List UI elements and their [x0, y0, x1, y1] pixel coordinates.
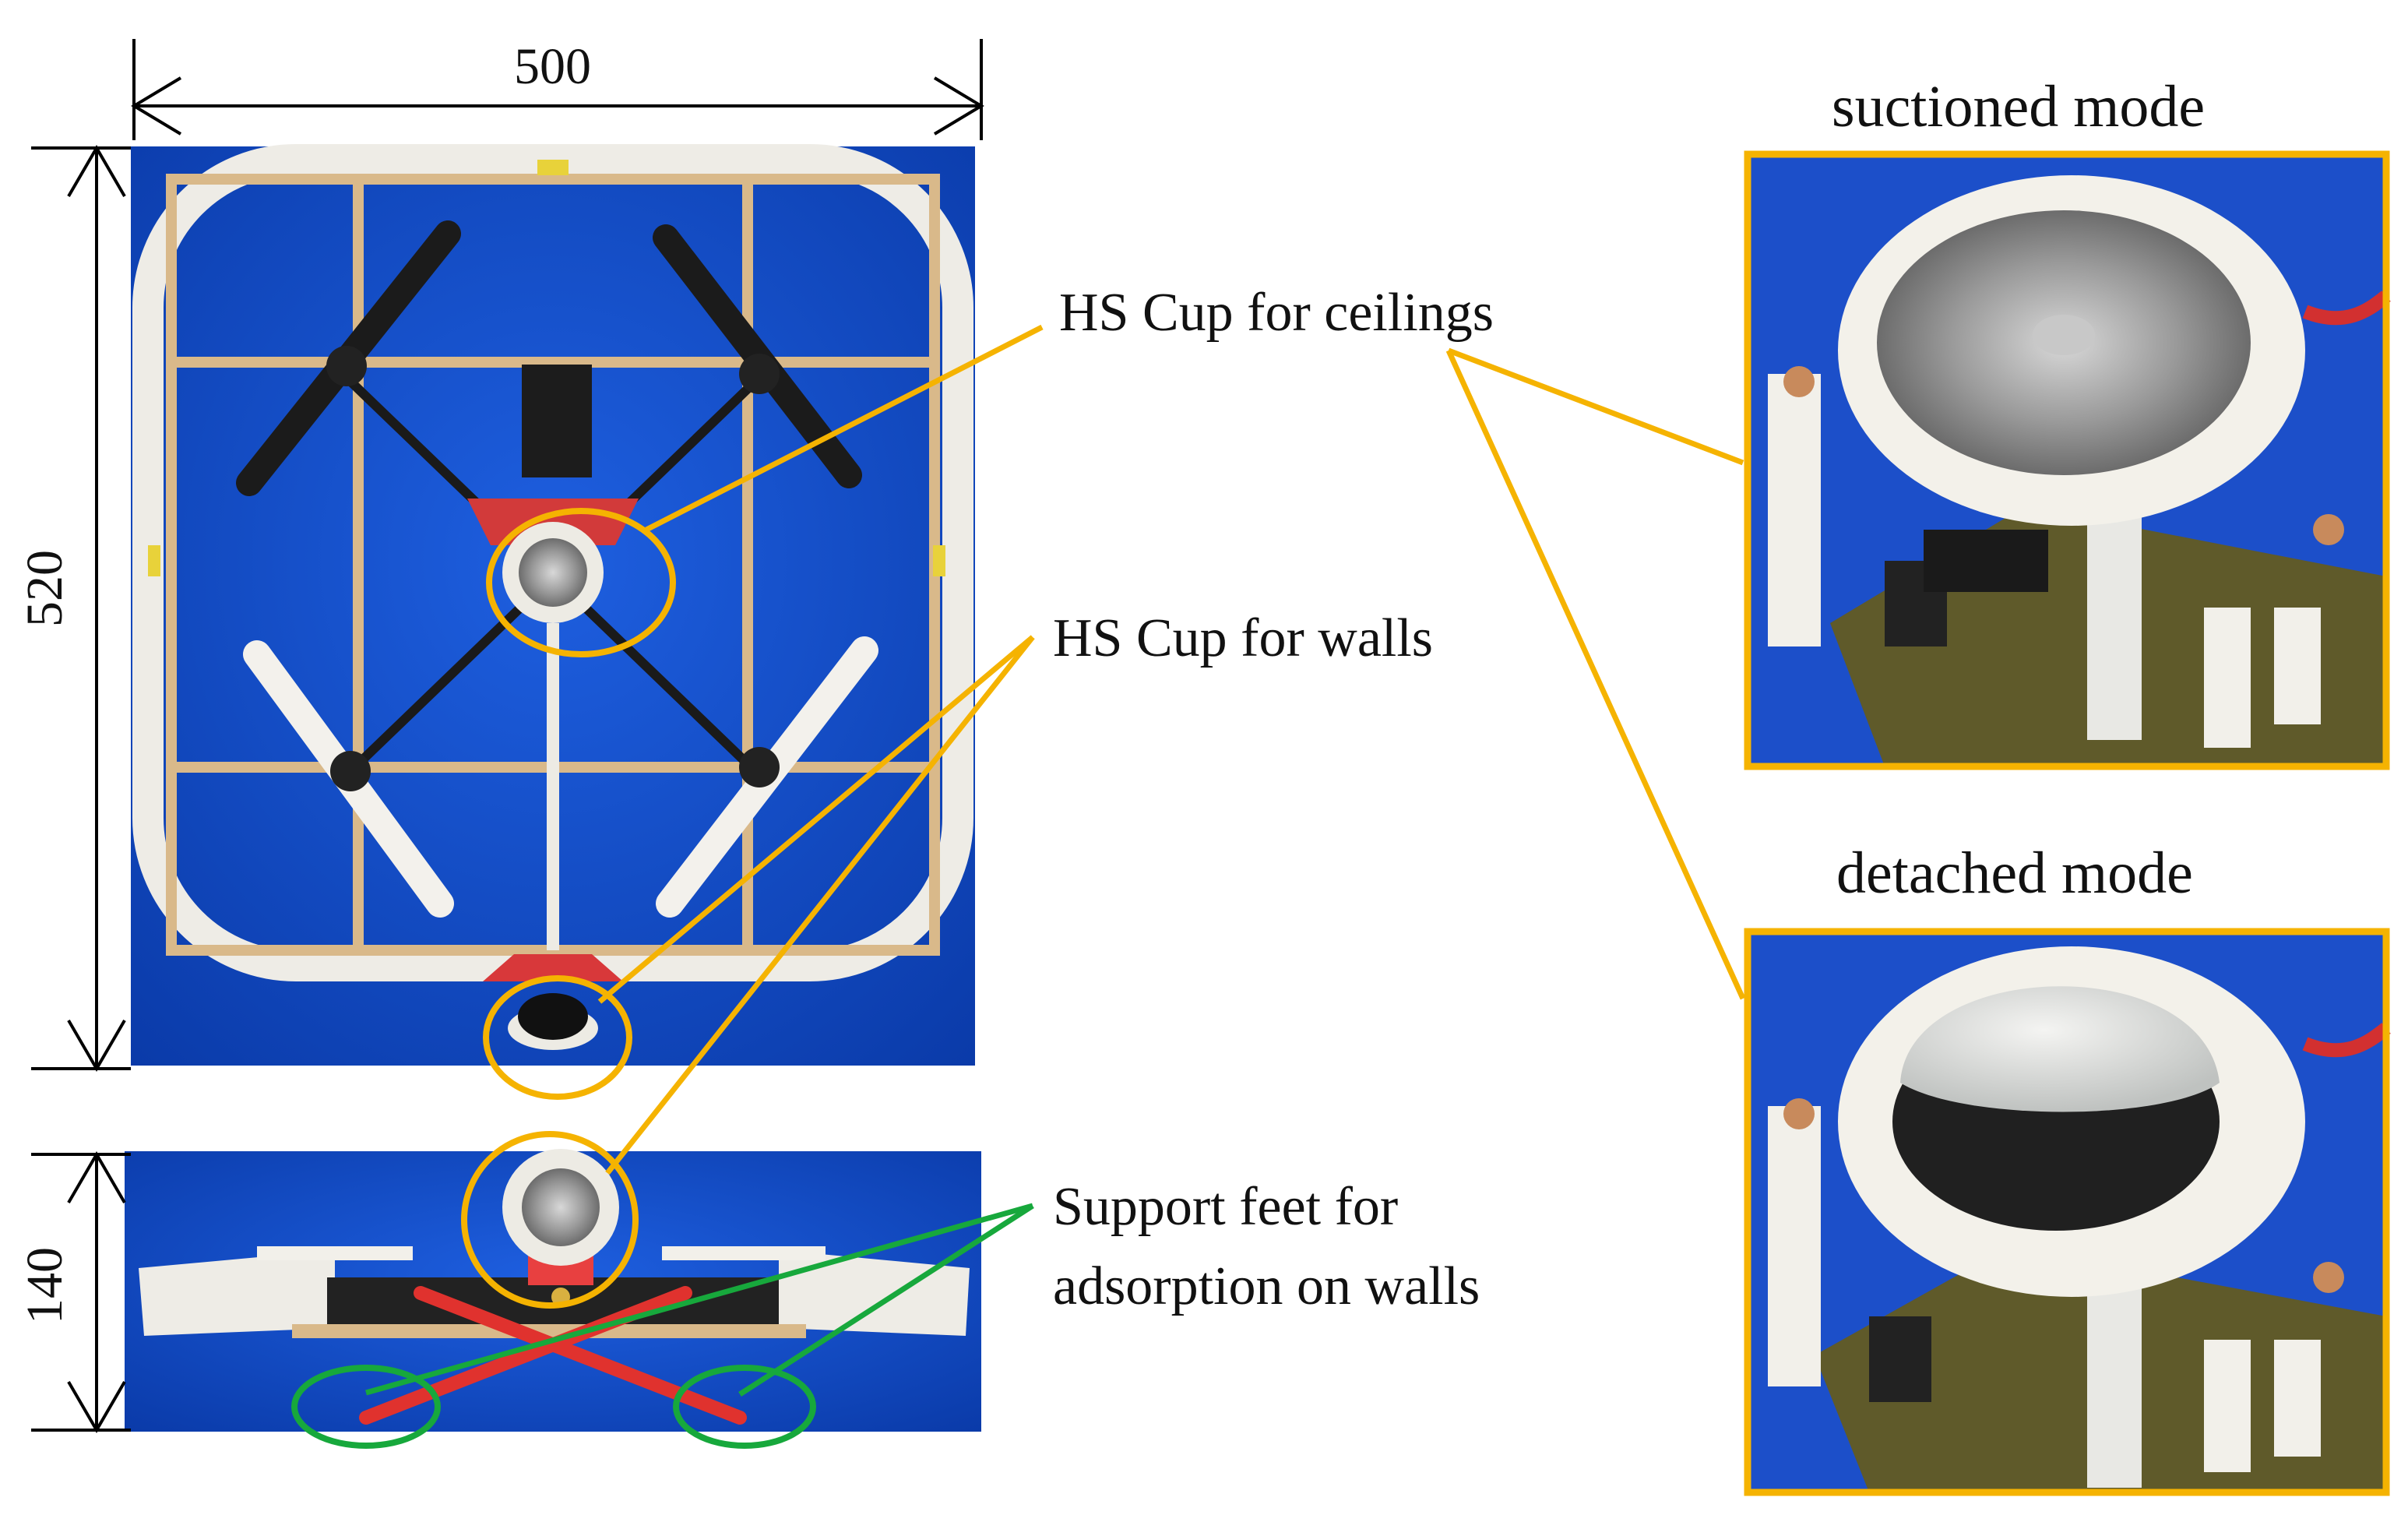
top-view-photo	[131, 144, 975, 1066]
suctioned-mode-photo	[1748, 154, 2391, 766]
dimension-markers	[31, 39, 984, 1433]
leader-lines	[365, 324, 1746, 1397]
height-dimension-label: 520	[16, 550, 73, 627]
detached-mode-title: detached mode	[1836, 840, 2193, 906]
suctioned-mode-frame	[1744, 150, 2390, 770]
side-cup-highlight	[461, 1131, 639, 1309]
width-dimension-label: 500	[514, 38, 591, 95]
left-foot-highlight	[291, 1365, 441, 1449]
support-feet-label-line1: Support feet for	[1053, 1177, 1399, 1237]
ceiling-cup-label: HS Cup for ceilings	[1059, 283, 1494, 343]
detached-mode-frame	[1744, 928, 2390, 1496]
wall-cup-label: HS Cup for walls	[1053, 608, 1434, 668]
right-foot-highlight	[673, 1365, 816, 1449]
side-view-photo	[125, 1149, 981, 1432]
detached-mode-photo	[1748, 932, 2391, 1492]
side-height-dimension-label: 140	[16, 1247, 73, 1324]
wall-cup-highlight	[483, 975, 632, 1100]
support-feet-label-line2: adsorption on walls	[1053, 1256, 1480, 1316]
suctioned-mode-title: suctioned mode	[1832, 74, 2206, 139]
ceiling-cup-highlight	[486, 508, 676, 657]
